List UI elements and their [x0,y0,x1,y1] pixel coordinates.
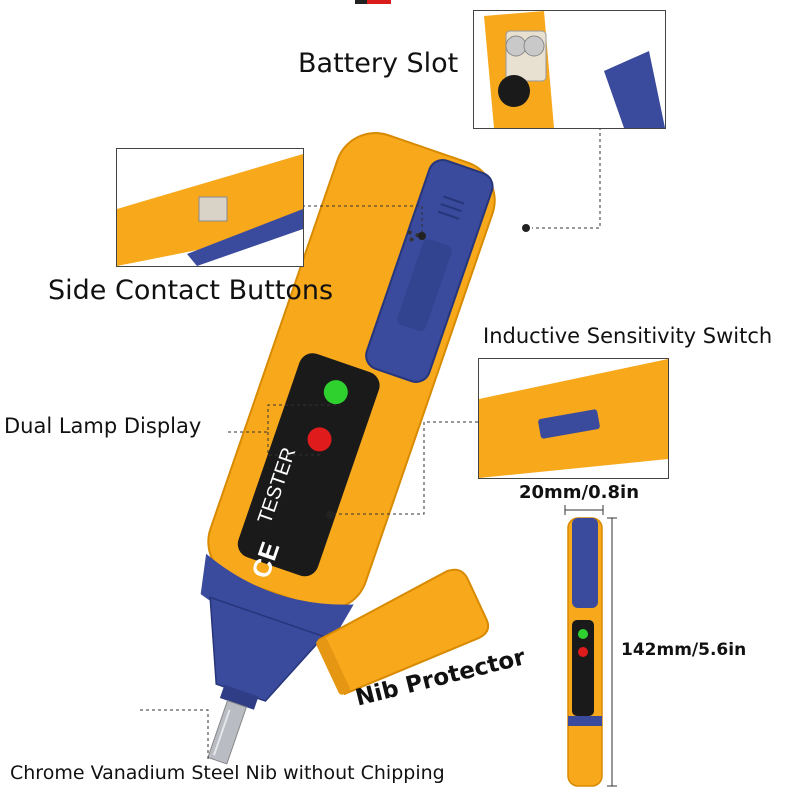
sensitivity-switch-inset [478,358,669,479]
pen-tip-housing [209,596,325,702]
clip-slot [397,239,452,331]
length-dimension [607,517,617,787]
side-contact-inset [116,148,304,267]
label-battery-slot: Battery Slot [298,48,459,79]
leader-lines [140,127,601,760]
label-width: 20mm/0.8in [519,482,640,503]
leader-dot-battery [522,224,530,232]
contact-button [198,196,228,222]
leader-dot-switch [326,511,334,519]
pen-collar [200,553,354,640]
switch-slider [538,409,600,439]
nib-protector-cap [316,568,490,696]
display-panel [237,353,380,577]
tip-neck [219,684,259,710]
label-inductive-switch: Inductive Sensitivity Switch [483,324,773,348]
main-tester-pen [200,132,496,765]
top-accent-bar-dark [355,0,367,4]
red-lamp [307,427,332,452]
small-tester-pen [567,517,603,787]
width-dimension [564,505,604,515]
metal-nib [207,700,248,765]
label-side-contact: Side Contact Buttons [48,275,334,306]
label-chrome-nib: Chrome Vanadium Steel Nib without Chippi… [10,762,445,784]
top-accent-bar [355,0,391,4]
label-dual-lamp: Dual Lamp Display [4,414,202,438]
green-lamp [323,380,348,405]
label-length: 142mm/5.6in [621,640,747,660]
buzzer [498,75,530,107]
leader-dot-side [418,232,426,240]
battery-slot-inset [473,10,666,129]
